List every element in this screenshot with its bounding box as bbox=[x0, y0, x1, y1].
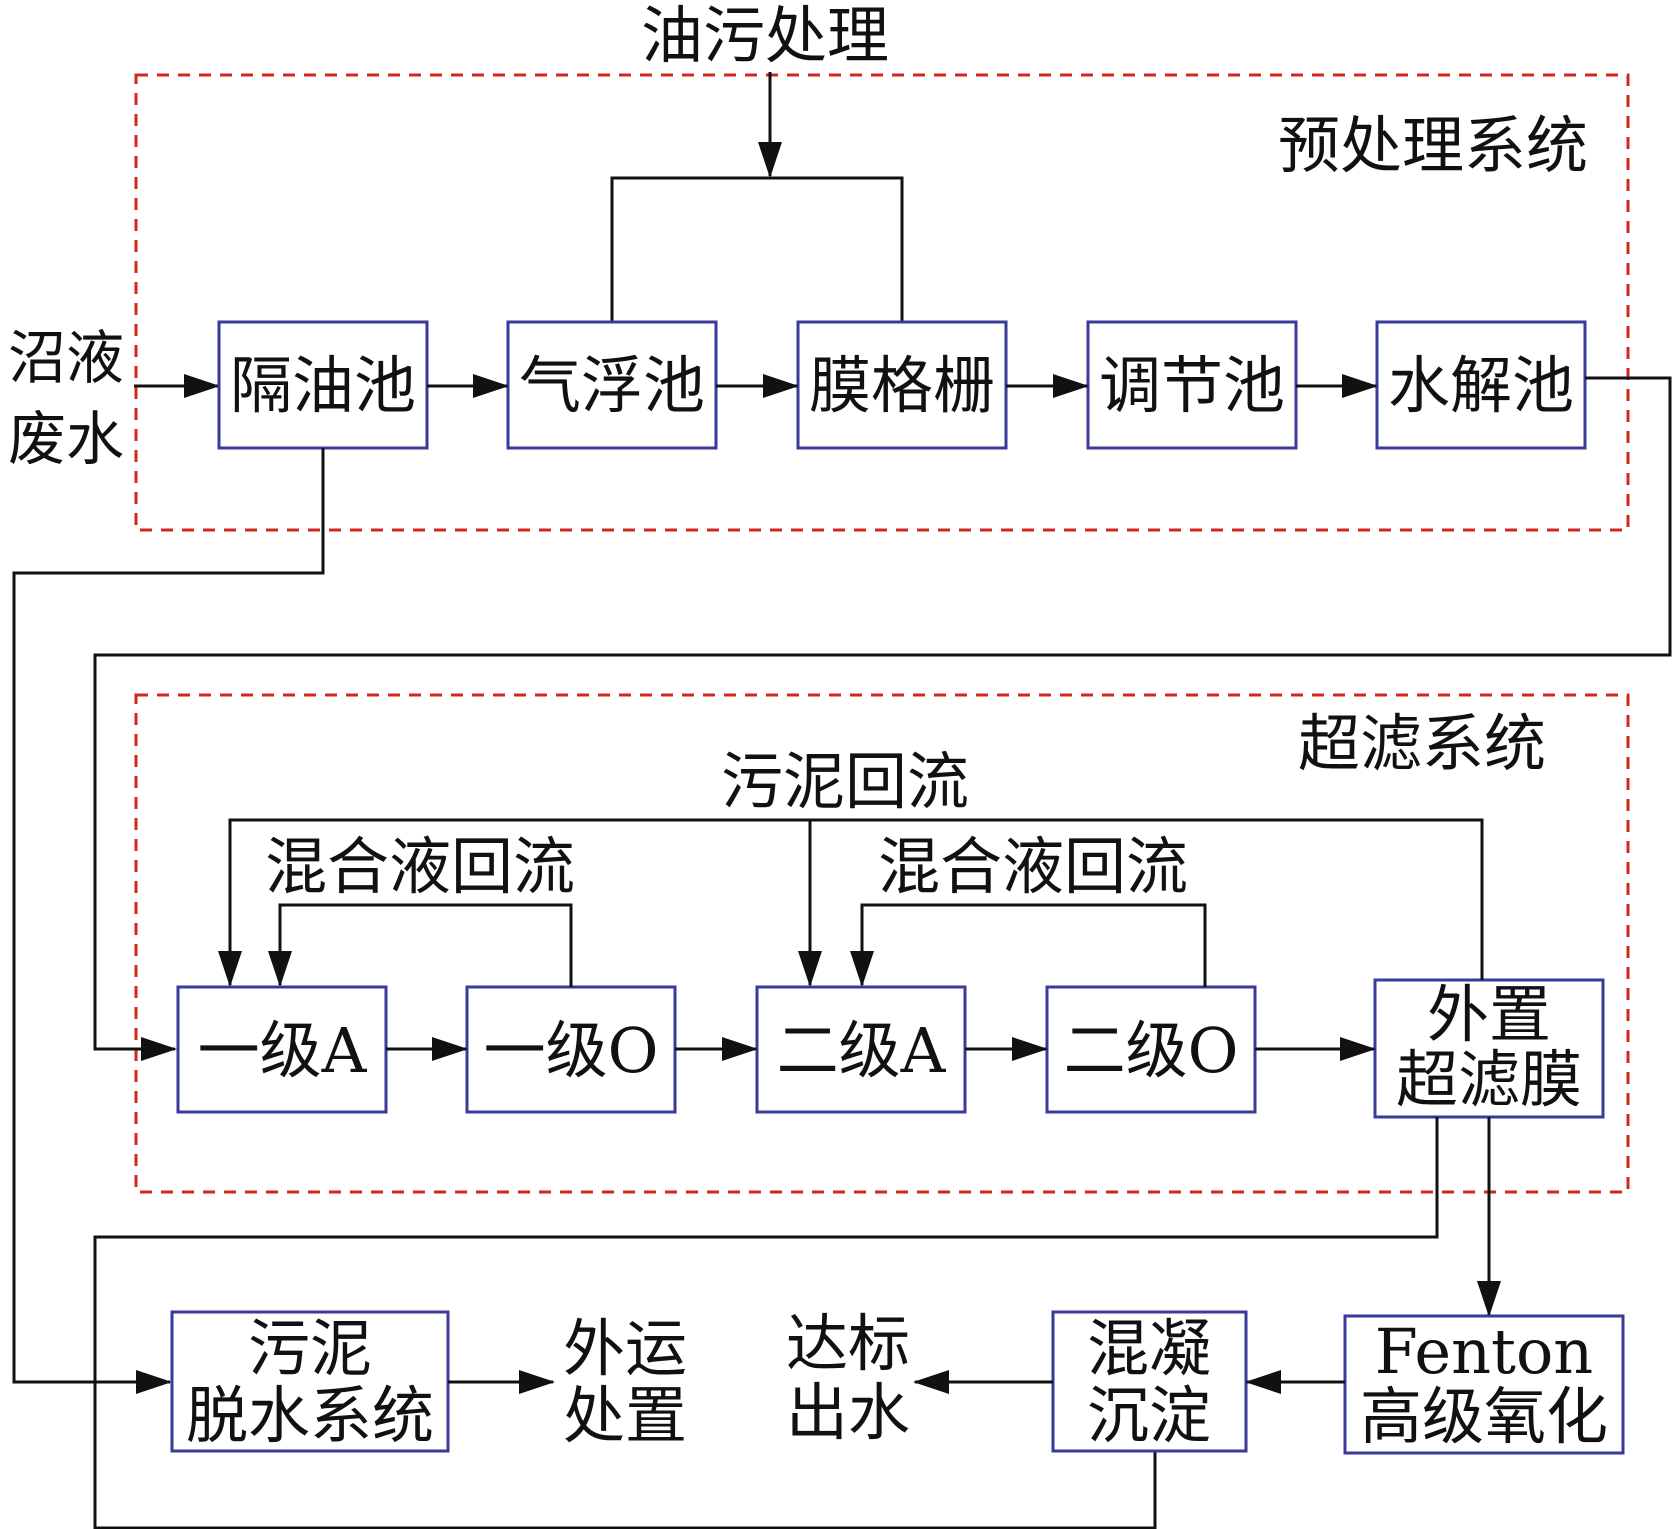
fenton-box bbox=[1343, 1314, 1625, 1455]
o1-tank-label: 一级O bbox=[484, 1014, 659, 1087]
mixed-liquor-return-1-label: 混合液回流 bbox=[265, 830, 575, 903]
uf-membrane-label-line1: 外置 bbox=[1427, 978, 1551, 1051]
sludge-dewatering-box bbox=[170, 1310, 450, 1453]
oil-separator-box bbox=[217, 320, 429, 450]
external-disposal-label-line2: 处置 bbox=[563, 1379, 687, 1452]
coagulation-label-line2: 沉淀 bbox=[1087, 1379, 1211, 1452]
ultrafiltration-frame bbox=[134, 693, 1630, 1194]
discharge-label-line2: 出水 bbox=[786, 1376, 910, 1449]
wastewater-label-line2: 废水 bbox=[8, 405, 124, 473]
discharge-label-line1: 达标 bbox=[786, 1307, 910, 1380]
equalization-tank-box bbox=[1086, 320, 1298, 450]
membrane-grid-label: 膜格栅 bbox=[809, 349, 995, 422]
external-disposal-label-line1: 外运 bbox=[563, 1312, 687, 1385]
wastewater-label-line1: 沼液 bbox=[8, 324, 124, 392]
a2-tank-label: 二级A bbox=[777, 1014, 947, 1087]
air-flotation-label: 气浮池 bbox=[519, 349, 705, 422]
pretreatment-frame bbox=[134, 73, 1630, 532]
hydrolysis-tank-box bbox=[1375, 320, 1587, 450]
sludge-return-label: 污泥回流 bbox=[721, 745, 969, 818]
mixed-liquor-return-2-label: 混合液回流 bbox=[878, 830, 1188, 903]
uf-membrane-label-line2: 超滤膜 bbox=[1396, 1043, 1582, 1116]
fenton-label-line1: Fenton bbox=[1375, 1315, 1593, 1388]
sludge-dewatering-label-line2: 脱水系统 bbox=[186, 1379, 434, 1452]
o2-tank-label: 二级O bbox=[1064, 1014, 1239, 1087]
membrane-grid-box bbox=[796, 320, 1008, 450]
pretreatment-system-label: 预处理系统 bbox=[1278, 109, 1588, 182]
a1-tank-label: 一级A bbox=[198, 1014, 368, 1087]
coagulation-label-line1: 混凝 bbox=[1087, 1312, 1211, 1385]
ultrafiltration-system-label: 超滤系统 bbox=[1298, 707, 1546, 780]
hydrolysis-tank-label: 水解池 bbox=[1388, 349, 1574, 422]
sludge-dewatering-label-line1: 污泥 bbox=[248, 1312, 372, 1385]
oil-treatment-label: 油污处理 bbox=[641, 0, 889, 72]
oil-separator-label: 隔油池 bbox=[230, 349, 416, 422]
equalization-tank-label: 调节池 bbox=[1099, 349, 1285, 422]
fenton-label-line2: 高级氧化 bbox=[1360, 1380, 1608, 1453]
